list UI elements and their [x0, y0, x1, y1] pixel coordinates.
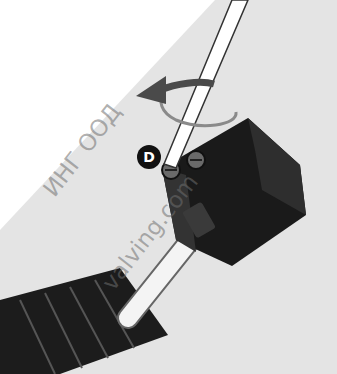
callout-circle: D	[137, 145, 161, 169]
rotation-arrow	[136, 76, 236, 126]
callout-letter: D	[143, 150, 155, 164]
